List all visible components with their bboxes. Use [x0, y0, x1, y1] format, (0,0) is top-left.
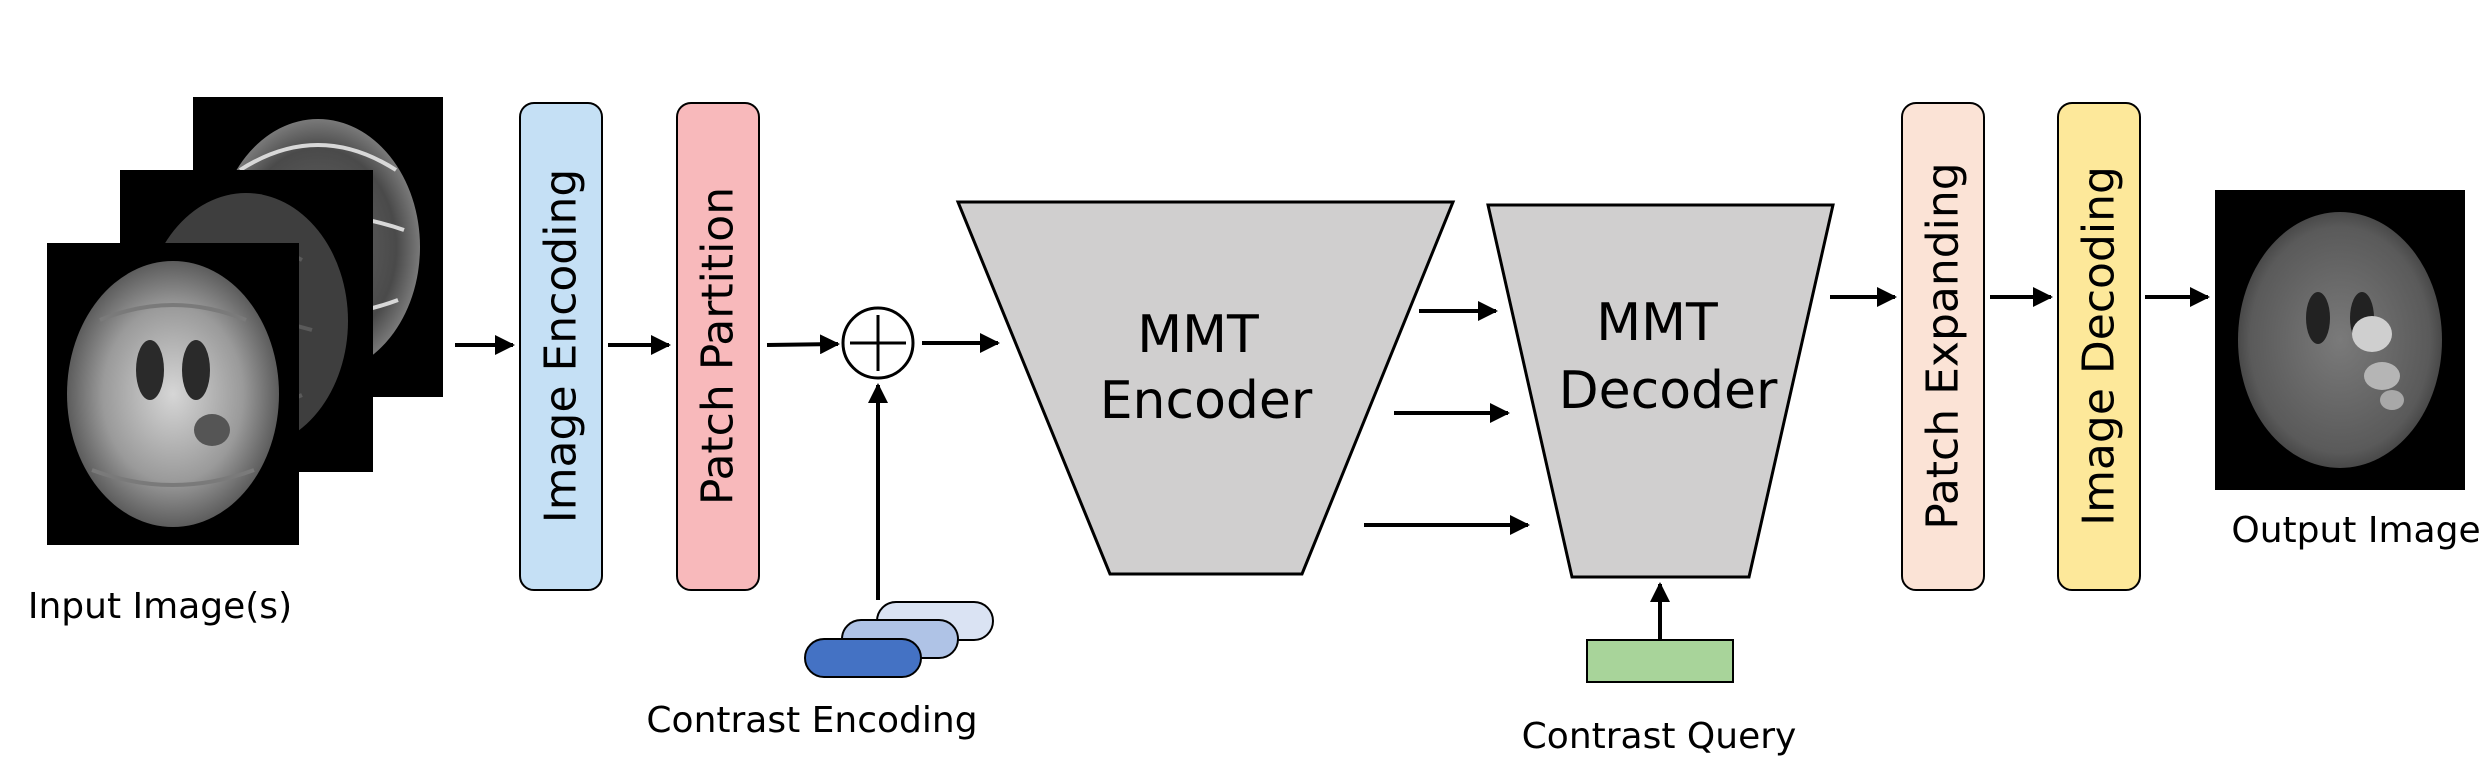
output-image: [2215, 190, 2465, 490]
patch-expanding-label: Patch Expanding: [1918, 162, 1969, 529]
mri-slice-front: [47, 243, 299, 545]
image-decoding-block: [2057, 102, 2141, 591]
lesion-icon: [2352, 316, 2392, 352]
add-node: [841, 306, 915, 380]
contrast-query-label: Contrast Query: [1522, 716, 1797, 757]
contrast-query-block: [1586, 639, 1734, 683]
mmt-decoder-label-line2: Decoder: [1559, 361, 1778, 421]
patch-partition-block: [676, 102, 760, 591]
input-label: Input Image(s): [28, 586, 292, 627]
image-encoding-label: Image Encoding: [536, 169, 587, 524]
contrast-encoding-pills: [804, 601, 994, 678]
mmt-decoder-block: [1486, 203, 1835, 579]
input-image-stack: [47, 97, 443, 545]
image-decoding-label: Image Decoding: [2074, 166, 2125, 526]
mmt-decoder-label-line1: MMT: [1596, 293, 1718, 353]
patch-expanding-block: [1901, 102, 1985, 591]
mmt-encoder-block: [955, 200, 1456, 576]
arrow-patch-partition-to-add: [766, 334, 840, 355]
patch-partition-label: Patch Partition: [693, 187, 744, 505]
mmt-encoder-label-line2: Encoder: [1100, 371, 1313, 431]
output-label: Output Image: [2231, 510, 2480, 551]
mmt-encoder-label-line1: MMT: [1137, 305, 1259, 365]
image-encoding-block: [519, 102, 603, 591]
contrast-encoding-label: Contrast Encoding: [646, 700, 977, 741]
